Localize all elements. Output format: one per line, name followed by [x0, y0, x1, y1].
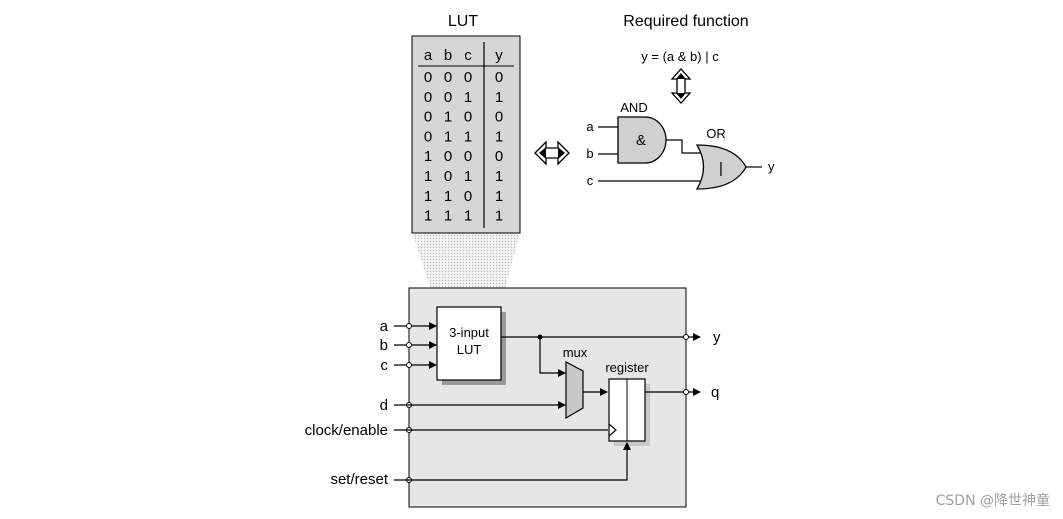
- truth-table-cell: 0: [464, 148, 472, 165]
- input-d-label: d: [380, 397, 388, 414]
- lut-block-label-line1: 3-input: [449, 325, 489, 340]
- truth-table-cell: 0: [464, 109, 472, 126]
- output-y-pin: [683, 334, 689, 340]
- block-input-labels: a b c d clock/enable set/reset: [305, 318, 389, 488]
- register-clock-symbol: [608, 423, 617, 437]
- and-gate-symbol: &: [636, 132, 646, 149]
- and-input-b-label: b: [586, 146, 593, 161]
- truth-table-cell: 0: [444, 89, 452, 106]
- header-b: b: [444, 47, 452, 64]
- truth-table-cell: 0: [424, 89, 432, 106]
- truth-table-cell: 1: [495, 168, 503, 185]
- equivalence-vertical-icon: [670, 68, 692, 104]
- truth-table: [411, 35, 521, 234]
- truth-table-cell: 1: [495, 89, 503, 106]
- input-b-label: b: [380, 337, 388, 354]
- or-gate-label: OR: [706, 126, 726, 141]
- lut-to-mux-wire: [539, 337, 566, 377]
- and-input-a-label: a: [586, 119, 594, 134]
- header-y: y: [495, 47, 503, 64]
- truth-table-cell: 1: [495, 208, 503, 225]
- lut-block: [436, 306, 502, 381]
- truth-table-cell: 1: [424, 188, 432, 205]
- input-clock-enable-label: clock/enable: [305, 422, 388, 439]
- truth-table-cell: 0: [464, 69, 472, 86]
- input-a-label: a: [380, 318, 389, 335]
- truth-table-cell: 1: [424, 208, 432, 225]
- mux: [565, 361, 584, 420]
- lut-input-wires: [394, 322, 437, 369]
- truth-table-cell: 0: [495, 109, 503, 126]
- and-gate: [617, 116, 667, 164]
- truth-table-cell: 1: [464, 128, 472, 145]
- truth-table-cell: 0: [444, 148, 452, 165]
- header-c: c: [464, 47, 472, 64]
- output-y-label: y: [713, 329, 721, 346]
- function-title: Required function: [623, 13, 748, 30]
- truth-table-cell: 0: [424, 128, 432, 145]
- or-output-y-label: y: [768, 159, 775, 174]
- output-q-pin: [683, 389, 689, 395]
- truth-table-cell: 0: [464, 188, 472, 205]
- function-equation: y = (a & b) | c: [641, 49, 719, 64]
- truth-table-cell: 0: [444, 168, 452, 185]
- truth-table-cell: 0: [495, 148, 503, 165]
- truth-table-cell: 1: [444, 188, 452, 205]
- truth-table-cell: 1: [464, 168, 472, 185]
- truth-table-cell: 1: [444, 128, 452, 145]
- truth-table-headers: a b c y: [424, 47, 503, 64]
- mux-label: mux: [563, 345, 588, 360]
- lut-block-label-line2: LUT: [457, 342, 482, 357]
- truth-table-cell: 0: [444, 69, 452, 86]
- or-input-c-label: c: [587, 173, 594, 188]
- and-to-or-wire: [666, 139, 702, 154]
- header-a: a: [424, 47, 433, 64]
- or-gate: [695, 144, 747, 190]
- input-c-label: c: [381, 357, 389, 374]
- and-gate-label: AND: [620, 100, 647, 115]
- input-set-reset-label: set/reset: [330, 471, 388, 488]
- lut-title: LUT: [448, 13, 478, 30]
- or-gate-symbol: |: [719, 160, 723, 177]
- truth-table-cell: 1: [444, 208, 452, 225]
- set-reset-wire: [394, 442, 631, 481]
- truth-table-cell: 1: [464, 208, 472, 225]
- truth-table-cell: 1: [495, 188, 503, 205]
- truth-table-cell: 1: [424, 148, 432, 165]
- truth-table-cell: 0: [495, 69, 503, 86]
- watermark: CSDN @降世神童: [936, 492, 1050, 509]
- truth-table-cell: 1: [495, 128, 503, 145]
- truth-table-cell: 1: [464, 89, 472, 106]
- equivalence-horizontal-icon: [534, 140, 570, 166]
- register-label: register: [605, 360, 649, 375]
- output-q-label: q: [711, 384, 719, 401]
- truth-table-cell: 1: [424, 168, 432, 185]
- truth-table-cell: 0: [424, 109, 432, 126]
- truth-table-cell: 0: [424, 69, 432, 86]
- truth-table-cell: 1: [444, 109, 452, 126]
